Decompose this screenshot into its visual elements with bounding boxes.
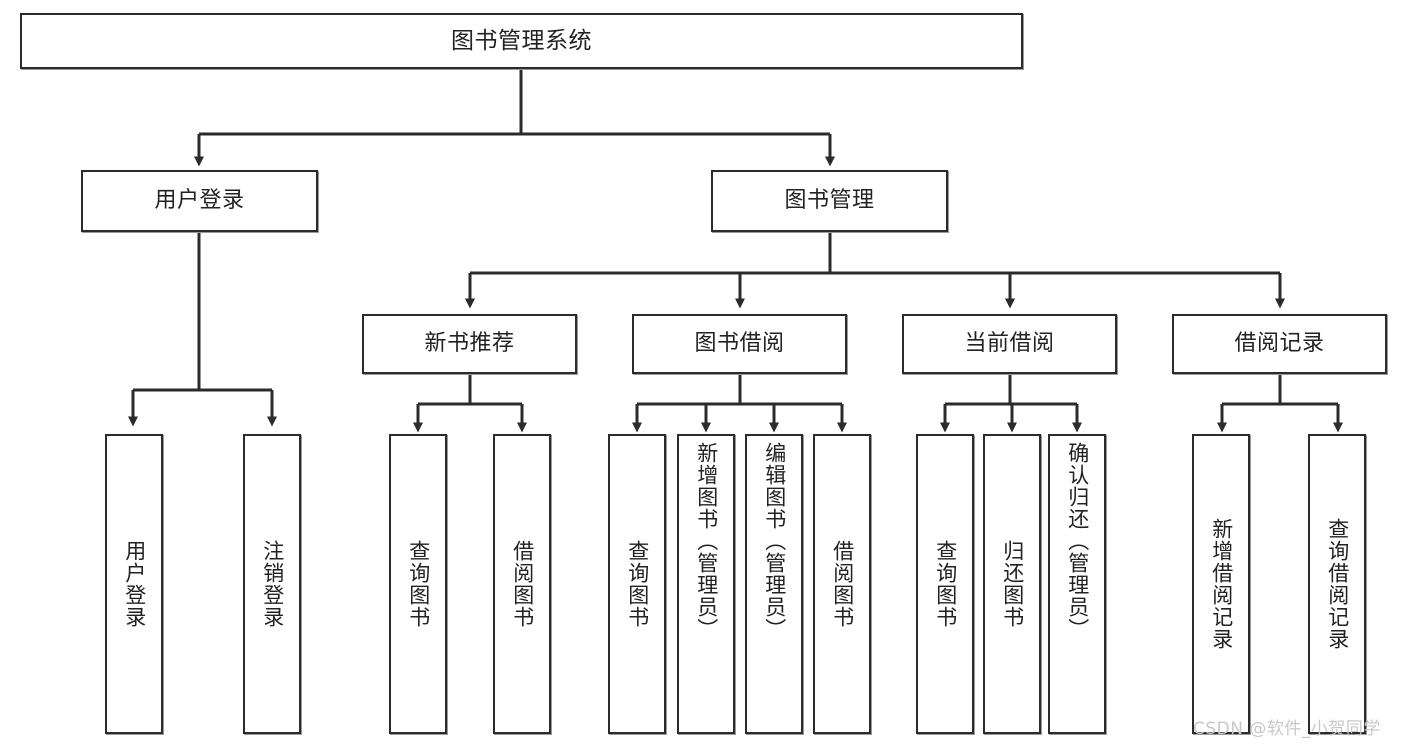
- node-label: 图书借阅: [694, 331, 785, 357]
- node-label: 查询图书: [933, 540, 958, 628]
- leaf-query-borrow-record[interactable]: 查询借阅记录: [1308, 434, 1366, 734]
- leaf-query-book-recommendation[interactable]: 查询图书: [389, 434, 447, 734]
- leaf-add-book-admin[interactable]: 新增图书（管理员）: [677, 434, 735, 734]
- leaf-query-book-borrow[interactable]: 查询图书: [608, 434, 666, 734]
- node-label: 查询图书: [406, 540, 431, 628]
- node-label: 借阅记录: [1234, 331, 1325, 357]
- node-label: 新书推荐: [424, 331, 515, 357]
- node-book-management[interactable]: 图书管理: [711, 170, 948, 232]
- node-label: 用户登录: [122, 540, 147, 628]
- leaf-user-login[interactable]: 用户登录: [105, 434, 163, 734]
- node-label: 借阅图书: [510, 540, 535, 628]
- node-label: 用户登录: [154, 188, 245, 214]
- node-label: 借阅图书: [830, 540, 855, 628]
- node-book-borrow[interactable]: 图书借阅: [632, 314, 847, 374]
- leaf-edit-book-admin[interactable]: 编辑图书（管理员）: [745, 434, 803, 734]
- node-label: 编辑图书（管理员）: [762, 442, 787, 640]
- leaf-add-borrow-record[interactable]: 新增借阅记录: [1192, 434, 1250, 734]
- node-root-book-management-system[interactable]: 图书管理系统: [20, 13, 1023, 69]
- node-label: 新增图书（管理员）: [694, 442, 719, 640]
- node-label: 新增借阅记录: [1209, 518, 1234, 650]
- node-label: 查询图书: [625, 540, 650, 628]
- node-label: 图书管理系统: [451, 27, 592, 54]
- leaf-borrow-book-recommendation[interactable]: 借阅图书: [493, 434, 551, 734]
- node-current-borrow[interactable]: 当前借阅: [902, 314, 1117, 374]
- csdn-watermark: CSDN @软件_小贺同学: [1193, 719, 1381, 739]
- leaf-confirm-return-admin[interactable]: 确认归还（管理员）: [1048, 434, 1106, 734]
- node-borrow-record[interactable]: 借阅记录: [1172, 314, 1387, 374]
- leaf-borrow-book[interactable]: 借阅图书: [813, 434, 871, 734]
- node-label: 图书管理: [784, 188, 875, 214]
- node-label: 当前借阅: [964, 331, 1055, 357]
- node-label: 查询借阅记录: [1325, 518, 1350, 650]
- node-label: 归还图书: [1000, 540, 1025, 628]
- leaf-query-book-current[interactable]: 查询图书: [916, 434, 974, 734]
- leaf-logout[interactable]: 注销登录: [243, 434, 301, 734]
- node-label: 确认归还（管理员）: [1065, 442, 1090, 640]
- node-new-book-recommendation[interactable]: 新书推荐: [362, 314, 577, 374]
- node-label: 注销登录: [260, 540, 285, 628]
- leaf-return-book[interactable]: 归还图书: [983, 434, 1041, 734]
- node-user-login[interactable]: 用户登录: [81, 170, 318, 232]
